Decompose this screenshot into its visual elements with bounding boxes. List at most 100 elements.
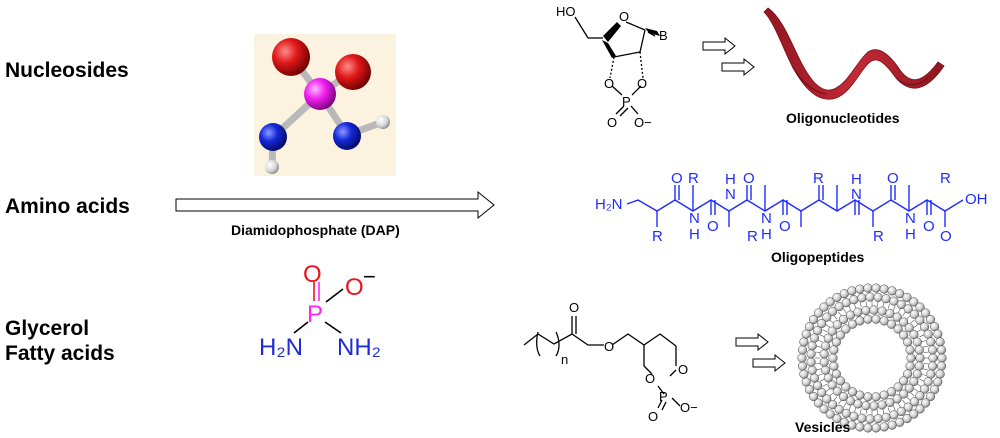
lipid-bead bbox=[879, 284, 889, 294]
svg-text:H: H bbox=[689, 226, 700, 243]
dap-structure: O O − P H₂N NH₂ bbox=[259, 261, 381, 361]
reagent-label: Diamidophosphate (DAP) bbox=[231, 222, 400, 238]
vesicle-arrows bbox=[735, 332, 786, 373]
lipid-bead bbox=[912, 337, 922, 347]
lipid-bead bbox=[835, 330, 845, 340]
lipid-bead bbox=[923, 377, 933, 387]
lipid-tail bbox=[910, 392, 915, 397]
lipid-tail bbox=[897, 308, 901, 314]
lipid-tail bbox=[819, 378, 825, 382]
svg-text:O: O bbox=[678, 362, 688, 377]
lipid-bead bbox=[827, 380, 837, 390]
lipid-bead bbox=[847, 387, 858, 397]
label-glycerol: Glycerol bbox=[5, 317, 89, 340]
svg-text:O: O bbox=[648, 409, 658, 424]
lipid-bead bbox=[877, 400, 887, 410]
svg-text:H₂N: H₂N bbox=[595, 196, 623, 213]
lipid-bead bbox=[909, 376, 919, 386]
lipid-bead bbox=[857, 293, 867, 303]
lipid-bead bbox=[831, 337, 841, 347]
lipid-bead bbox=[909, 330, 919, 340]
lipid-tail bbox=[916, 329, 922, 333]
lipid-bead bbox=[804, 322, 814, 332]
lipid-bead bbox=[797, 361, 808, 371]
lipid-bead bbox=[869, 305, 879, 315]
lipid-bead bbox=[861, 401, 871, 411]
lipid-bead bbox=[808, 391, 819, 402]
lipid-bead bbox=[925, 391, 936, 402]
svg-text:O−: O− bbox=[680, 400, 698, 415]
lipid-bead bbox=[841, 382, 851, 392]
label-amino-acids: Amino acids bbox=[5, 195, 130, 218]
lipid-bead bbox=[930, 384, 940, 394]
svg-text:H: H bbox=[851, 171, 862, 188]
lipid-bead bbox=[915, 302, 925, 312]
lipid-bead bbox=[823, 373, 833, 383]
lipid-tail bbox=[887, 303, 890, 309]
lipid-tail bbox=[848, 405, 852, 411]
lipid-bead bbox=[915, 391, 925, 401]
svg-text:O−: O− bbox=[634, 115, 652, 130]
lipid-bead bbox=[914, 361, 924, 371]
lipid-tail bbox=[848, 305, 852, 311]
svg-text:O: O bbox=[619, 9, 629, 24]
svg-text:O: O bbox=[645, 371, 655, 386]
lipid-bead bbox=[835, 376, 845, 386]
lipid-bead bbox=[899, 330, 909, 340]
lipid-bead bbox=[806, 349, 816, 359]
svg-text:R: R bbox=[940, 170, 951, 187]
lipid-bead bbox=[855, 422, 865, 432]
lipid-bead bbox=[889, 410, 899, 420]
lipid-tail bbox=[906, 315, 911, 320]
svg-text:HO: HO bbox=[556, 4, 576, 19]
lipid-bead bbox=[903, 304, 913, 314]
nucleoside-atom-labels: HO O B O O P O O− bbox=[556, 4, 668, 130]
lipid-tail bbox=[829, 392, 834, 397]
lipid-bead bbox=[935, 369, 945, 379]
lipid-tail bbox=[877, 409, 879, 415]
svg-text:R: R bbox=[688, 170, 699, 187]
lipid-bead bbox=[841, 298, 851, 308]
lipid-tail bbox=[921, 373, 927, 376]
lipid-bead bbox=[841, 324, 851, 334]
lipid-bead bbox=[828, 353, 838, 363]
lipid-bead bbox=[885, 308, 895, 319]
lipid-tail bbox=[822, 329, 828, 333]
svg-text:O: O bbox=[743, 170, 755, 187]
lipid-bead bbox=[847, 286, 857, 296]
vesicle-bilayer-image bbox=[797, 283, 947, 433]
svg-text:N: N bbox=[725, 186, 736, 203]
lipid-tail bbox=[833, 396, 838, 401]
lipid-tail bbox=[825, 324, 831, 328]
lipid-bead bbox=[817, 318, 827, 329]
dap-oxygen-anion: O bbox=[345, 274, 364, 301]
lipid-bead bbox=[899, 376, 909, 386]
lipid-bead bbox=[832, 386, 842, 396]
lipid-bead bbox=[797, 353, 807, 363]
lipid-bead bbox=[807, 341, 817, 351]
lipid-bead bbox=[903, 402, 913, 412]
lipid-bead bbox=[827, 326, 837, 336]
lipid-tail bbox=[819, 334, 825, 338]
svg-text:O: O bbox=[604, 339, 614, 354]
lipid-bead bbox=[839, 289, 849, 299]
lipid-bead bbox=[936, 361, 947, 371]
lipid-tail bbox=[843, 308, 847, 314]
lipid-bead bbox=[813, 308, 823, 318]
lipid-bead bbox=[863, 392, 873, 402]
lipid-bead bbox=[855, 284, 865, 294]
lipid-bead bbox=[873, 292, 883, 302]
lipid-bead bbox=[873, 414, 883, 424]
lipid-bead bbox=[849, 411, 859, 421]
lipid-bead bbox=[839, 417, 849, 427]
lipid-tail bbox=[865, 409, 867, 415]
lipid-bead bbox=[903, 337, 913, 347]
lipid-bead bbox=[905, 345, 915, 355]
svg-text:H: H bbox=[905, 226, 916, 243]
lipid-bead bbox=[892, 312, 902, 322]
lipid-tail bbox=[882, 302, 885, 308]
lipid-bead bbox=[937, 353, 947, 363]
lipid-tail bbox=[921, 340, 927, 343]
svg-text:N: N bbox=[905, 210, 916, 227]
